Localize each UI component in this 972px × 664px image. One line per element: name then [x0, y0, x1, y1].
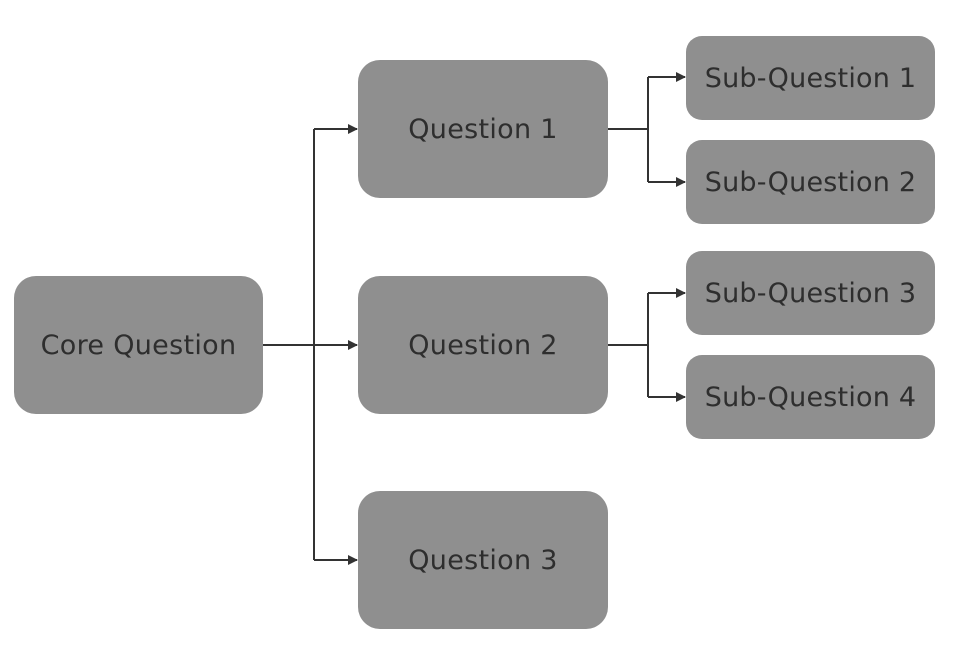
- question-2-label: Question 2: [408, 329, 558, 361]
- core-question-label: Core Question: [40, 329, 237, 361]
- question-3-node: Question 3: [358, 491, 608, 629]
- core-question-node: Core Question: [14, 276, 263, 414]
- sub-question-4-label: Sub-Question 4: [704, 381, 917, 413]
- sub-question-3-label: Sub-Question 3: [704, 277, 917, 309]
- sub-question-2-label: Sub-Question 2: [704, 166, 917, 198]
- question-3-label: Question 3: [408, 544, 558, 576]
- question-1-label: Question 1: [408, 113, 558, 145]
- question-1-node: Question 1: [358, 60, 608, 198]
- sub-question-1-node: Sub-Question 1: [686, 36, 935, 120]
- sub-question-3-node: Sub-Question 3: [686, 251, 935, 335]
- sub-question-4-node: Sub-Question 4: [686, 355, 935, 439]
- sub-question-1-label: Sub-Question 1: [704, 62, 917, 94]
- sub-question-2-node: Sub-Question 2: [686, 140, 935, 224]
- question-2-node: Question 2: [358, 276, 608, 414]
